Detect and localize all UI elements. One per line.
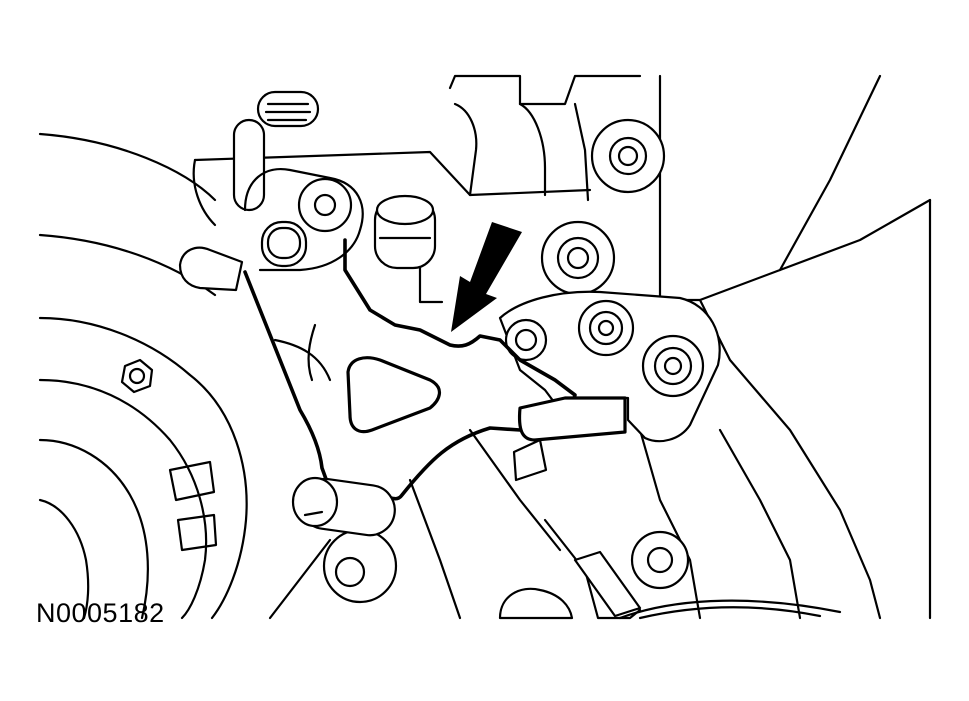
- figure-reference-number: N0005182: [36, 598, 165, 628]
- hex-bolt-left: [120, 358, 154, 394]
- arrow-icon: [451, 222, 522, 332]
- upper-housing: [192, 74, 642, 227]
- bracket: [243, 238, 627, 501]
- casting: [178, 167, 842, 620]
- lever-shaft: [268, 476, 642, 620]
- right-housing: [540, 74, 932, 620]
- selector-plate: [498, 290, 721, 443]
- left-housing: [38, 132, 248, 620]
